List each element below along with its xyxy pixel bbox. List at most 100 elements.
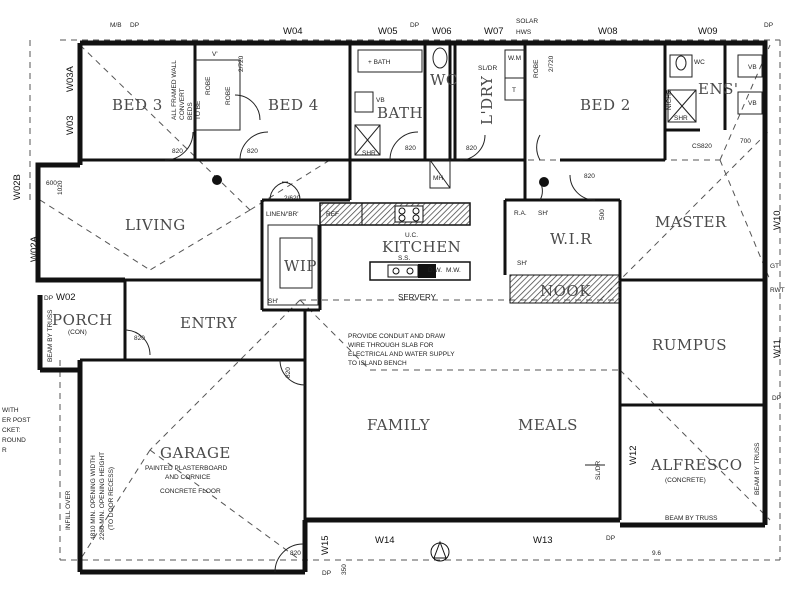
beam-by-truss-alfresco: BEAM BY TRUSS (754, 442, 761, 495)
beam-by-truss-porch: BEAM BY TRUSS (47, 309, 54, 362)
window-w05: W05 (378, 26, 398, 37)
window-w09: W09 (698, 26, 718, 37)
room-wc: WC (430, 71, 458, 89)
internal-walls (80, 43, 765, 520)
door-2-720-label: 2/720 (548, 55, 555, 72)
robe-label: ROBE (225, 86, 232, 105)
window-w15: W15 (320, 535, 331, 555)
door-820-label: 820 (134, 335, 145, 342)
dw-label: D.W. (428, 267, 442, 274)
shr-label: SHR (362, 150, 376, 157)
cs820-label: CS820 (692, 143, 712, 150)
garage-opening-1: 4810 MIN. OPENING WIDTH (90, 455, 97, 540)
mw-label: M.W. (446, 267, 461, 274)
room-bed3: BED 3 (112, 96, 163, 114)
wm-label: W.M (508, 55, 521, 62)
north-arrow-icon (430, 540, 450, 562)
kitchen-benches (319, 202, 621, 304)
infill-over-label: INFILL OVER (65, 490, 72, 530)
door-2-720-label: 2/720 (238, 55, 245, 72)
window-labels: W04 W05 W06 W07 W08 W09 W03A W03 W02B W0… (12, 26, 783, 555)
window-w07: W07 (484, 26, 504, 37)
shr-label: SHR (674, 115, 688, 122)
left-note-3: CKET: (2, 427, 21, 434)
dp-label: DP (410, 22, 419, 29)
dp-label: DP (606, 535, 615, 542)
alfresco-concrete-label: (CONCRETE) (665, 477, 706, 484)
door-820-label: 820 (247, 148, 258, 155)
conduit-note-2: WIRE THROUGH SLAB FOR (348, 342, 434, 349)
left-note-4: ROUND (2, 437, 26, 444)
room-bath: BATH (377, 104, 423, 122)
dp-label: DP (772, 395, 781, 402)
sh-label: SH' (517, 260, 527, 267)
dim-9-6-label: 9.6 (652, 550, 661, 557)
room-master: MASTER (655, 213, 727, 231)
window-w08: W08 (598, 26, 618, 37)
window-w11: W11 (772, 339, 783, 358)
door-820-label: 820 (466, 145, 477, 152)
window-w03a: W03A (65, 65, 76, 92)
vb-label: VB (376, 97, 385, 104)
conduit-note-4: TO ISLAND BENCH (348, 360, 407, 367)
fixture-labels: + BATH VB SHR MH W.M T ROBE ROBE ROBE SL… (2, 51, 785, 575)
ra-label: R.A. (514, 210, 527, 217)
dp-label: DP (322, 570, 331, 577)
door-2-620-label: 2/620 (284, 195, 301, 202)
garage-note-1: PAINTED PLASTERBOARD (145, 465, 228, 472)
window-w04: W04 (283, 26, 303, 37)
dim-600-label: 600 (46, 180, 57, 187)
left-note-2: ER POST (2, 417, 31, 424)
dp-label: DP (44, 295, 53, 302)
dp-label: DP (764, 22, 773, 29)
room-ens: ENS' (698, 80, 738, 98)
all-framed-note-4: TO BE (195, 100, 202, 120)
window-w10: W10 (772, 210, 783, 230)
robe-label: ROBE (205, 76, 212, 95)
linen-label: LINEN/'BR' (266, 211, 298, 218)
rwt-label: RWT (770, 287, 785, 294)
sh-label: SH' (538, 210, 548, 217)
ceiling-fan-symbols (212, 175, 549, 187)
beam-by-truss-bottom: BEAM BY TRUSS (665, 515, 718, 522)
window-w12: W12 (628, 445, 639, 465)
door-820-label: 820 (405, 145, 416, 152)
conduit-note-3: ELECTRICAL AND WATER SUPPLY (348, 351, 455, 358)
wc-fixture-label: WC (694, 59, 705, 66)
roof-hip-lines (29, 39, 781, 561)
doors (124, 94, 605, 573)
dim-700-label: 700 (740, 138, 751, 145)
room-nook: NOOK (540, 282, 591, 300)
room-wir: W.I.R (550, 230, 592, 248)
room-garage: GARAGE (160, 444, 231, 462)
room-entry: ENTRY (180, 314, 238, 332)
garage-note-3: CONCRETE FLOOR (160, 488, 221, 495)
v-label: V' (212, 51, 218, 58)
garage-opening-3: (TO DOOR RECESS) (108, 467, 115, 530)
sh-label: SH' (268, 298, 278, 305)
niche-label: NICHE (666, 89, 673, 110)
window-w03: W03 (65, 115, 76, 135)
room-meals: MEALS (518, 416, 578, 434)
servery-label: SERVERY (398, 293, 437, 302)
sl-dr-label: SL/DR (595, 461, 602, 480)
room-family: FAMILY (367, 416, 431, 434)
room-kitchen: KITCHEN (382, 238, 461, 256)
mh-label: MH (433, 175, 443, 182)
room-alfresco: ALFRESCO (650, 456, 743, 474)
door-820-label: 820 (290, 550, 301, 557)
room-living: LIVING (125, 216, 186, 234)
room-porch: PORCH (52, 311, 113, 329)
garage-opening-2: 2260 MIN. OPENING HEIGHT (99, 452, 106, 540)
bath-fixture-label: + BATH (368, 59, 391, 66)
gt-label: GT (770, 263, 779, 270)
room-bed4: BED 4 (268, 96, 319, 114)
door-820-label: 820 (172, 148, 183, 155)
window-w13: W13 (533, 535, 553, 546)
window-w02a: W02A (29, 235, 40, 262)
window-w06: W06 (432, 26, 452, 37)
dim-350-label: 350 (341, 564, 348, 575)
ss-label: S.S. (398, 255, 410, 262)
garage-note-2: AND CORNICE (165, 474, 211, 481)
